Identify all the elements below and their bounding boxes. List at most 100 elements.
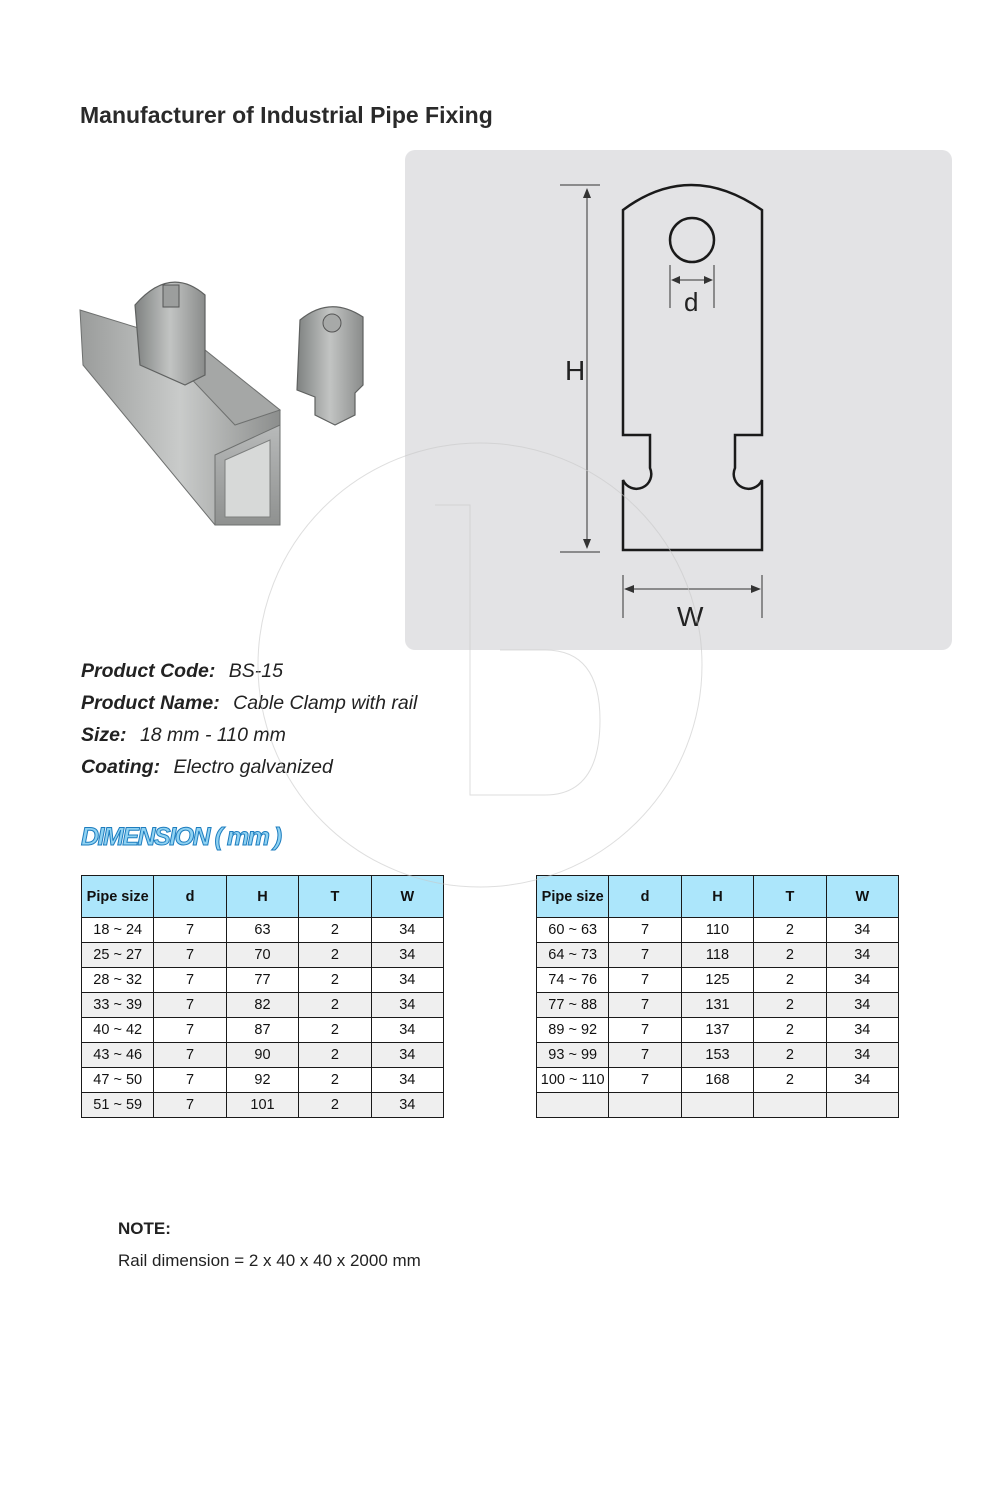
cell-w: 34 [370,1042,445,1068]
cell-d: 7 [153,1017,227,1043]
cell-t: 2 [753,967,827,993]
cell-d: 7 [608,1067,682,1093]
col-w: W [825,875,900,918]
cell-w: 34 [825,1067,900,1093]
cell-pipe-size: 93 ~ 99 [535,1042,610,1068]
cell-pipe-size: 77 ~ 88 [535,992,610,1018]
dimension-heading: DIMENSION ( mm ) [81,823,283,852]
note-text: Rail dimension = 2 x 40 x 40 x 2000 mm [118,1251,421,1270]
cell-w: 34 [370,917,445,943]
cell-d: 7 [153,967,227,993]
col-w: W [370,875,445,918]
cell-d: 7 [608,917,682,943]
clamp-bolt [162,284,180,308]
cell-d: 7 [153,1042,227,1068]
cell-pipe-size: 89 ~ 92 [535,1017,610,1043]
col-d: d [153,875,227,918]
col-t: T [298,875,372,918]
cell-h: 70 [225,942,300,968]
cell-h: 118 [680,942,755,968]
cell-pipe-size: 18 ~ 24 [80,917,155,943]
cell-w: 34 [825,942,900,968]
cell-t: 2 [298,1067,372,1093]
bolt-hole [668,216,716,264]
h-arrow-bottom [583,539,591,549]
cell-pipe-size: 28 ~ 32 [80,967,155,993]
w-arrow-right [751,585,761,593]
cell-d: 7 [608,1042,682,1068]
technical-drawing-panel: H d W [405,150,952,650]
w-label: W [677,601,704,632]
w-arrow-left [624,585,634,593]
product-coating-value: Electro galvanized [173,756,333,778]
cell-h [680,1092,755,1118]
cell-w: 34 [825,917,900,943]
col-pipe-size: Pipe size [80,875,155,918]
cell-t: 2 [753,917,827,943]
cell-t: 2 [298,1042,372,1068]
cell-h: 90 [225,1042,300,1068]
cell-t: 2 [753,1042,827,1068]
cell-d: 7 [153,1092,227,1118]
cell-t: 2 [298,942,372,968]
cell-h: 137 [680,1017,755,1043]
cell-t: 2 [298,917,372,943]
product-photo [79,281,364,526]
cell-h: 131 [680,992,755,1018]
cell-d: 7 [153,992,227,1018]
col-h: H [680,875,755,918]
cell-w: 34 [370,1092,445,1118]
note-title: NOTE: [118,1219,171,1238]
col-h: H [225,875,300,918]
product-name-label: Product Name: [81,692,220,714]
cell-t: 2 [298,1017,372,1043]
cell-t: 2 [298,992,372,1018]
product-code-label: Product Code: [81,660,216,682]
col-t: T [753,875,827,918]
cell-h: 63 [225,917,300,943]
clamp-on-rail [134,281,206,386]
cell-d: 7 [608,1017,682,1043]
product-coating-label: Coating: [81,756,161,778]
cell-w: 34 [370,942,445,968]
cell-pipe-size: 43 ~ 46 [80,1042,155,1068]
cell-w: 34 [825,967,900,993]
cell-pipe-size: 47 ~ 50 [80,1067,155,1093]
cell-t: 2 [753,942,827,968]
table-row [535,1092,900,1118]
clamp-outline [621,183,764,552]
clamp-screw [322,313,342,333]
cell-h: 77 [225,967,300,993]
cell-d: 7 [153,942,227,968]
cell-t: 2 [753,1017,827,1043]
cell-t: 2 [298,1092,372,1118]
table-header-row: Pipe size d H T W [535,875,900,918]
cell-w [825,1092,900,1118]
product-size-label: Size: [81,724,127,746]
cell-w: 34 [825,1017,900,1043]
cell-t: 2 [298,967,372,993]
cell-w: 34 [825,1042,900,1068]
d-label: d [684,287,698,317]
cell-t [753,1092,827,1118]
cell-t: 2 [753,1067,827,1093]
product-size-row: Size: 18 mm - 110 mm [81,724,286,747]
cell-d: 7 [608,942,682,968]
